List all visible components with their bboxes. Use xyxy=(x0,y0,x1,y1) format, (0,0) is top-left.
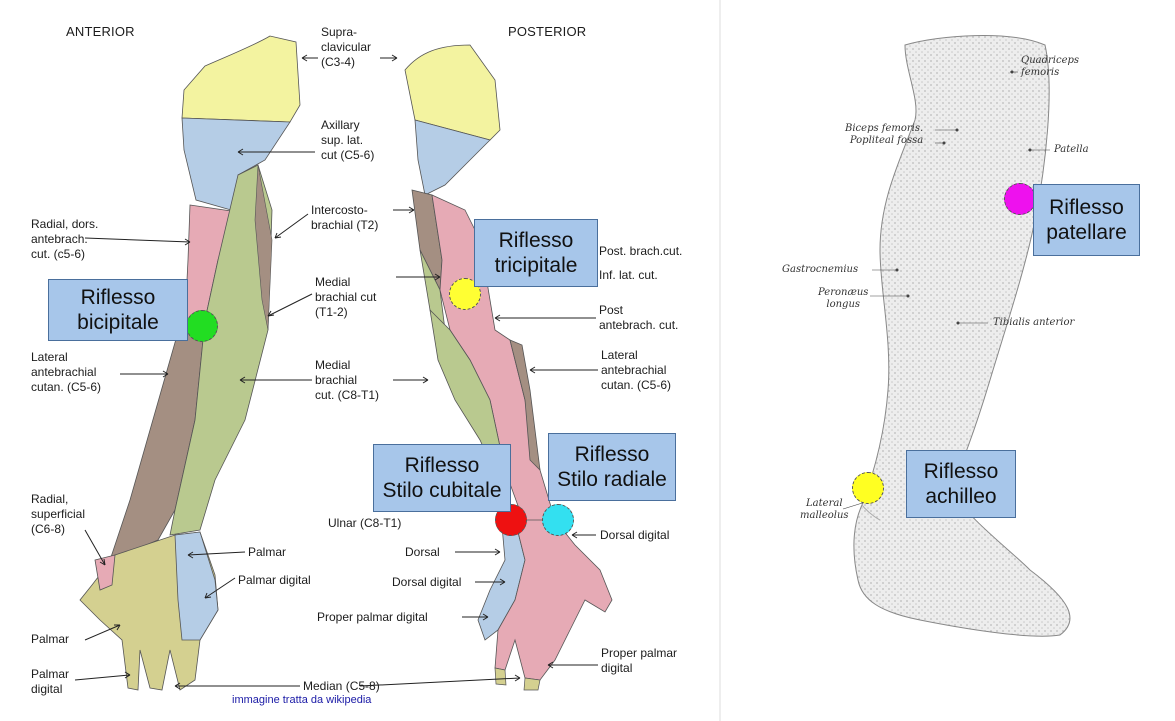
label-medial-brachial-cut-c8: Medial brachial cut. (C8-T1) xyxy=(315,358,379,403)
leg-label-peronaeus: Peronæus longus xyxy=(818,287,868,311)
leg-label-tibialis: Tibialis anterior xyxy=(993,317,1074,329)
leg-label-quadriceps: Quadriceps femoris xyxy=(1021,55,1079,79)
anterior-supraclavicular-region xyxy=(182,36,300,122)
label-post-brach-cut: Post. brach.cut. xyxy=(599,244,682,259)
label-post-antebrach-cut: Post antebrach. cut. xyxy=(599,303,678,333)
leg-label-gastrocnemius: Gastrocnemius xyxy=(782,264,858,276)
label-supraclavicular: Supra- clavicular (C3-4) xyxy=(321,25,371,70)
label-palmar-center: Palmar xyxy=(248,545,286,560)
label-ulnar: Ulnar (C8-T1) xyxy=(328,516,401,531)
label-palmar-digital-left: Palmar digital xyxy=(31,667,69,697)
reflex-box-stilo-cubitale: Riflesso Stilo cubitale xyxy=(373,444,511,512)
reflex-point-patellare xyxy=(1004,183,1036,215)
label-lateral-antebrachial-left: Lateral antebrachial cutan. (C5-6) xyxy=(31,350,101,395)
label-radial-superficial: Radial, superficial (C6-8) xyxy=(31,492,85,537)
reflex-box-stilo-radiale: Riflesso Stilo radiale xyxy=(548,433,676,501)
label-proper-palmar-digital-center: Proper palmar digital xyxy=(317,610,428,625)
label-palmar-digital-center: Palmar digital xyxy=(238,573,311,588)
reflex-point-stilo-radiale xyxy=(542,504,574,536)
reflex-box-tricipitale: Riflesso tricipitale xyxy=(474,219,598,287)
reflex-box-achilleo: Riflesso achilleo xyxy=(906,450,1016,518)
anterior-ulnar-palm xyxy=(175,532,218,640)
label-intercostobrachial: Intercosto- brachial (T2) xyxy=(311,203,378,233)
label-dorsal: Dorsal xyxy=(405,545,440,560)
label-inf-lat-cut: Inf. lat. cut. xyxy=(599,268,658,283)
label-medial-brachial-cut: Medial brachial cut (T1-2) xyxy=(315,275,376,320)
reflex-point-achilleo xyxy=(852,472,884,504)
reflex-box-bicipitale: Riflesso bicipitale xyxy=(48,279,188,341)
image-credit: immagine tratta da wikipedia xyxy=(232,694,371,706)
leg-label-biceps-femoris: Biceps femoris. Popliteal fossa xyxy=(845,123,923,147)
label-radial-dors: Radial, dors. antebrach. cut. (c5-6) xyxy=(31,217,98,262)
leg-label-patella: Patella xyxy=(1054,144,1089,156)
reflex-point-bicipitale xyxy=(186,310,218,342)
label-axillary: Axillary sup. lat. cut (C5-6) xyxy=(321,118,374,163)
label-palmar-left: Palmar xyxy=(31,632,69,647)
label-median: Median (C5-8) xyxy=(303,679,380,694)
label-lateral-antebrachial-right: Lateral antebrachial cutan. (C5-6) xyxy=(601,348,671,393)
anterior-header: ANTERIOR xyxy=(66,24,135,39)
label-proper-palmar-digital-right: Proper palmar digital xyxy=(601,646,677,676)
posterior-header: POSTERIOR xyxy=(508,24,586,39)
reflex-box-patellare: Riflesso patellare xyxy=(1033,184,1140,256)
leg-label-lateral-malleolus: Lateral malleolus xyxy=(800,498,849,522)
label-dorsal-digital-center: Dorsal digital xyxy=(392,575,461,590)
label-dorsal-digital-right: Dorsal digital xyxy=(600,528,669,543)
